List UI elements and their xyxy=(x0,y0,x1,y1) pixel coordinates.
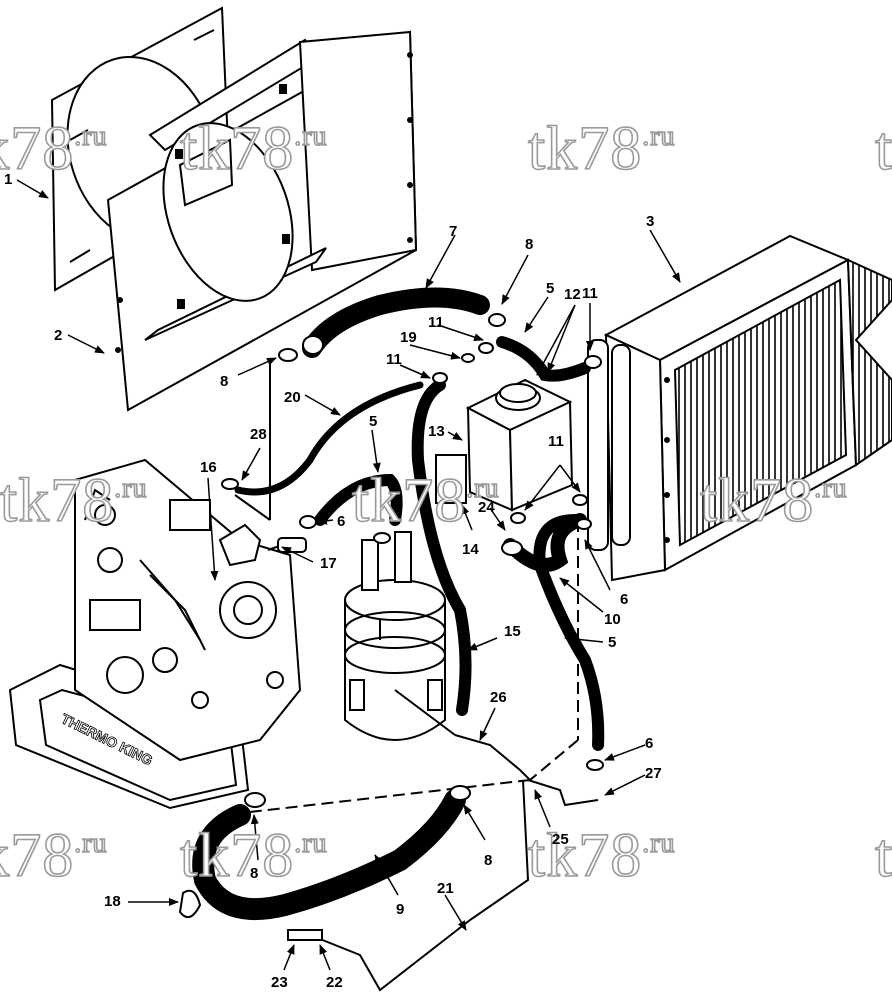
callout-16: 16 xyxy=(200,459,217,476)
watermark-suffix: .ru xyxy=(293,828,328,859)
callout-5c: 5 xyxy=(608,634,617,651)
callout-19: 19 xyxy=(400,329,417,346)
leader-lines xyxy=(16,179,681,971)
callout-6b: 6 xyxy=(620,591,629,608)
callout-11c: 11 xyxy=(386,351,402,368)
callout-27: 27 xyxy=(645,765,662,782)
callout-2: 2 xyxy=(54,327,63,344)
watermark-text: tk78 xyxy=(179,115,295,183)
watermark-suffix: .ru xyxy=(641,121,676,152)
callout-8d: 8 xyxy=(250,865,259,882)
callout-24: 24 xyxy=(478,499,495,516)
watermark-text: tk78 xyxy=(0,115,75,183)
tubes xyxy=(234,360,599,992)
callout-11b: 11 xyxy=(582,285,598,302)
watermark: tk78.ru xyxy=(527,115,676,183)
callout-26: 26 xyxy=(490,689,507,706)
leader-12b xyxy=(547,304,576,373)
watermark: tk78 xyxy=(874,115,892,183)
watermark-text: tk78 xyxy=(0,467,115,535)
watermark-text: tk78 xyxy=(699,467,815,535)
callout-12: 12 xyxy=(564,286,581,303)
callout-5b: 5 xyxy=(369,413,378,430)
watermark: tk78.ru xyxy=(699,467,848,535)
hose-5-mid xyxy=(314,473,403,526)
watermark: tk78.ru xyxy=(0,115,108,183)
callout-23: 23 xyxy=(271,974,288,991)
watermark-text: tk78 xyxy=(527,115,643,183)
watermark-text: tk78 xyxy=(351,467,467,535)
hose-9 xyxy=(192,789,466,921)
hose-5-top xyxy=(496,336,591,382)
fan-shroud xyxy=(106,30,418,412)
callout-21: 21 xyxy=(437,880,454,897)
watermark-text: tk78 xyxy=(874,115,892,183)
hose-5-right xyxy=(533,514,605,751)
callout-5a: 5 xyxy=(546,280,555,297)
watermark: tk78 xyxy=(874,822,892,890)
watermark-suffix: .ru xyxy=(113,473,148,504)
hose-15 xyxy=(411,379,472,716)
callout-9: 9 xyxy=(396,901,405,918)
callout-17: 17 xyxy=(320,555,337,572)
hose-10 xyxy=(503,513,587,572)
callout-13: 13 xyxy=(428,423,445,440)
watermark-text: tk78 xyxy=(527,822,643,890)
callout-1: 1 xyxy=(4,171,13,188)
callout-22: 22 xyxy=(326,974,343,991)
callout-14: 14 xyxy=(462,541,479,558)
callout-11d: 11 xyxy=(548,433,564,450)
hose-7 xyxy=(302,287,490,358)
callout-15: 15 xyxy=(504,623,521,640)
watermark-suffix: .ru xyxy=(293,121,328,152)
callout-11a: 11 xyxy=(428,314,444,331)
callout-3: 3 xyxy=(646,213,655,230)
watermark: tk78.ru xyxy=(179,115,328,183)
watermark-suffix: .ru xyxy=(73,828,108,859)
radiator xyxy=(587,234,892,582)
callout-18: 18 xyxy=(104,893,121,910)
canister xyxy=(344,531,446,741)
callout-8b: 8 xyxy=(220,373,229,390)
callout-20: 20 xyxy=(284,389,301,406)
callout-6c: 6 xyxy=(645,735,654,752)
clamps xyxy=(178,313,604,941)
watermark-suffix: .ru xyxy=(641,828,676,859)
callout-10: 10 xyxy=(604,611,621,628)
watermark: tk78.ru xyxy=(351,467,500,535)
callout-7: 7 xyxy=(449,223,458,240)
callout-8c: 8 xyxy=(484,852,493,869)
watermark: tk78.ru xyxy=(179,822,328,890)
engine xyxy=(8,458,302,810)
watermark-text: tk78 xyxy=(179,822,295,890)
hose-20 xyxy=(234,381,424,496)
watermark-suffix: .ru xyxy=(73,121,108,152)
watermark-text: tk78 xyxy=(0,822,75,890)
callout-8a: 8 xyxy=(525,236,534,253)
callout-25: 25 xyxy=(552,831,569,848)
watermark: tk78.ru xyxy=(0,822,108,890)
watermark-suffix: .ru xyxy=(813,473,848,504)
callout-28: 28 xyxy=(250,426,267,443)
hoses xyxy=(192,287,605,921)
watermark: tk78.ru xyxy=(527,822,676,890)
watermark-text: tk78 xyxy=(874,822,892,890)
callout-6a: 6 xyxy=(337,513,346,530)
watermark: tk78.ru xyxy=(0,467,148,535)
watermark-suffix: .ru xyxy=(465,473,500,504)
